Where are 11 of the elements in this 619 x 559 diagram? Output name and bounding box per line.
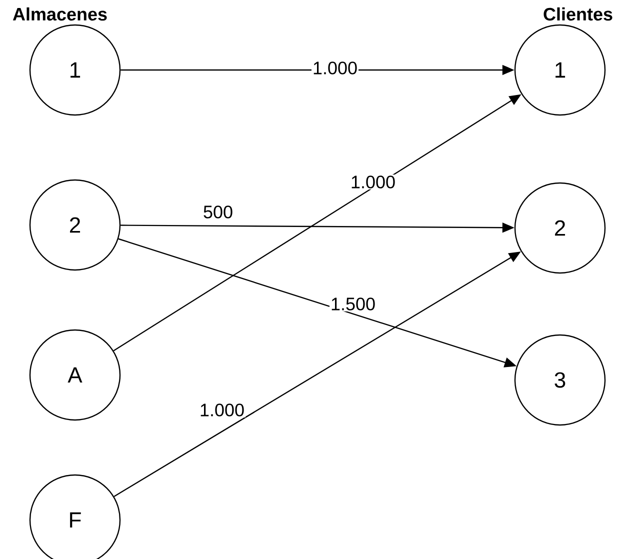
- circle-node: 2: [514, 182, 606, 274]
- circle-node: 2: [29, 179, 121, 271]
- edge-label: 1.000: [311, 60, 359, 76]
- edge-label: 500: [202, 204, 234, 220]
- circle-node: 3: [514, 334, 606, 426]
- edge-label: 1.000: [198, 402, 246, 418]
- edge-label: 1.000: [349, 174, 397, 190]
- circle-node: 1: [29, 24, 121, 116]
- edge-label: 1.500: [329, 296, 377, 312]
- circle-node: 1: [514, 24, 606, 116]
- circle-node: A: [29, 329, 121, 421]
